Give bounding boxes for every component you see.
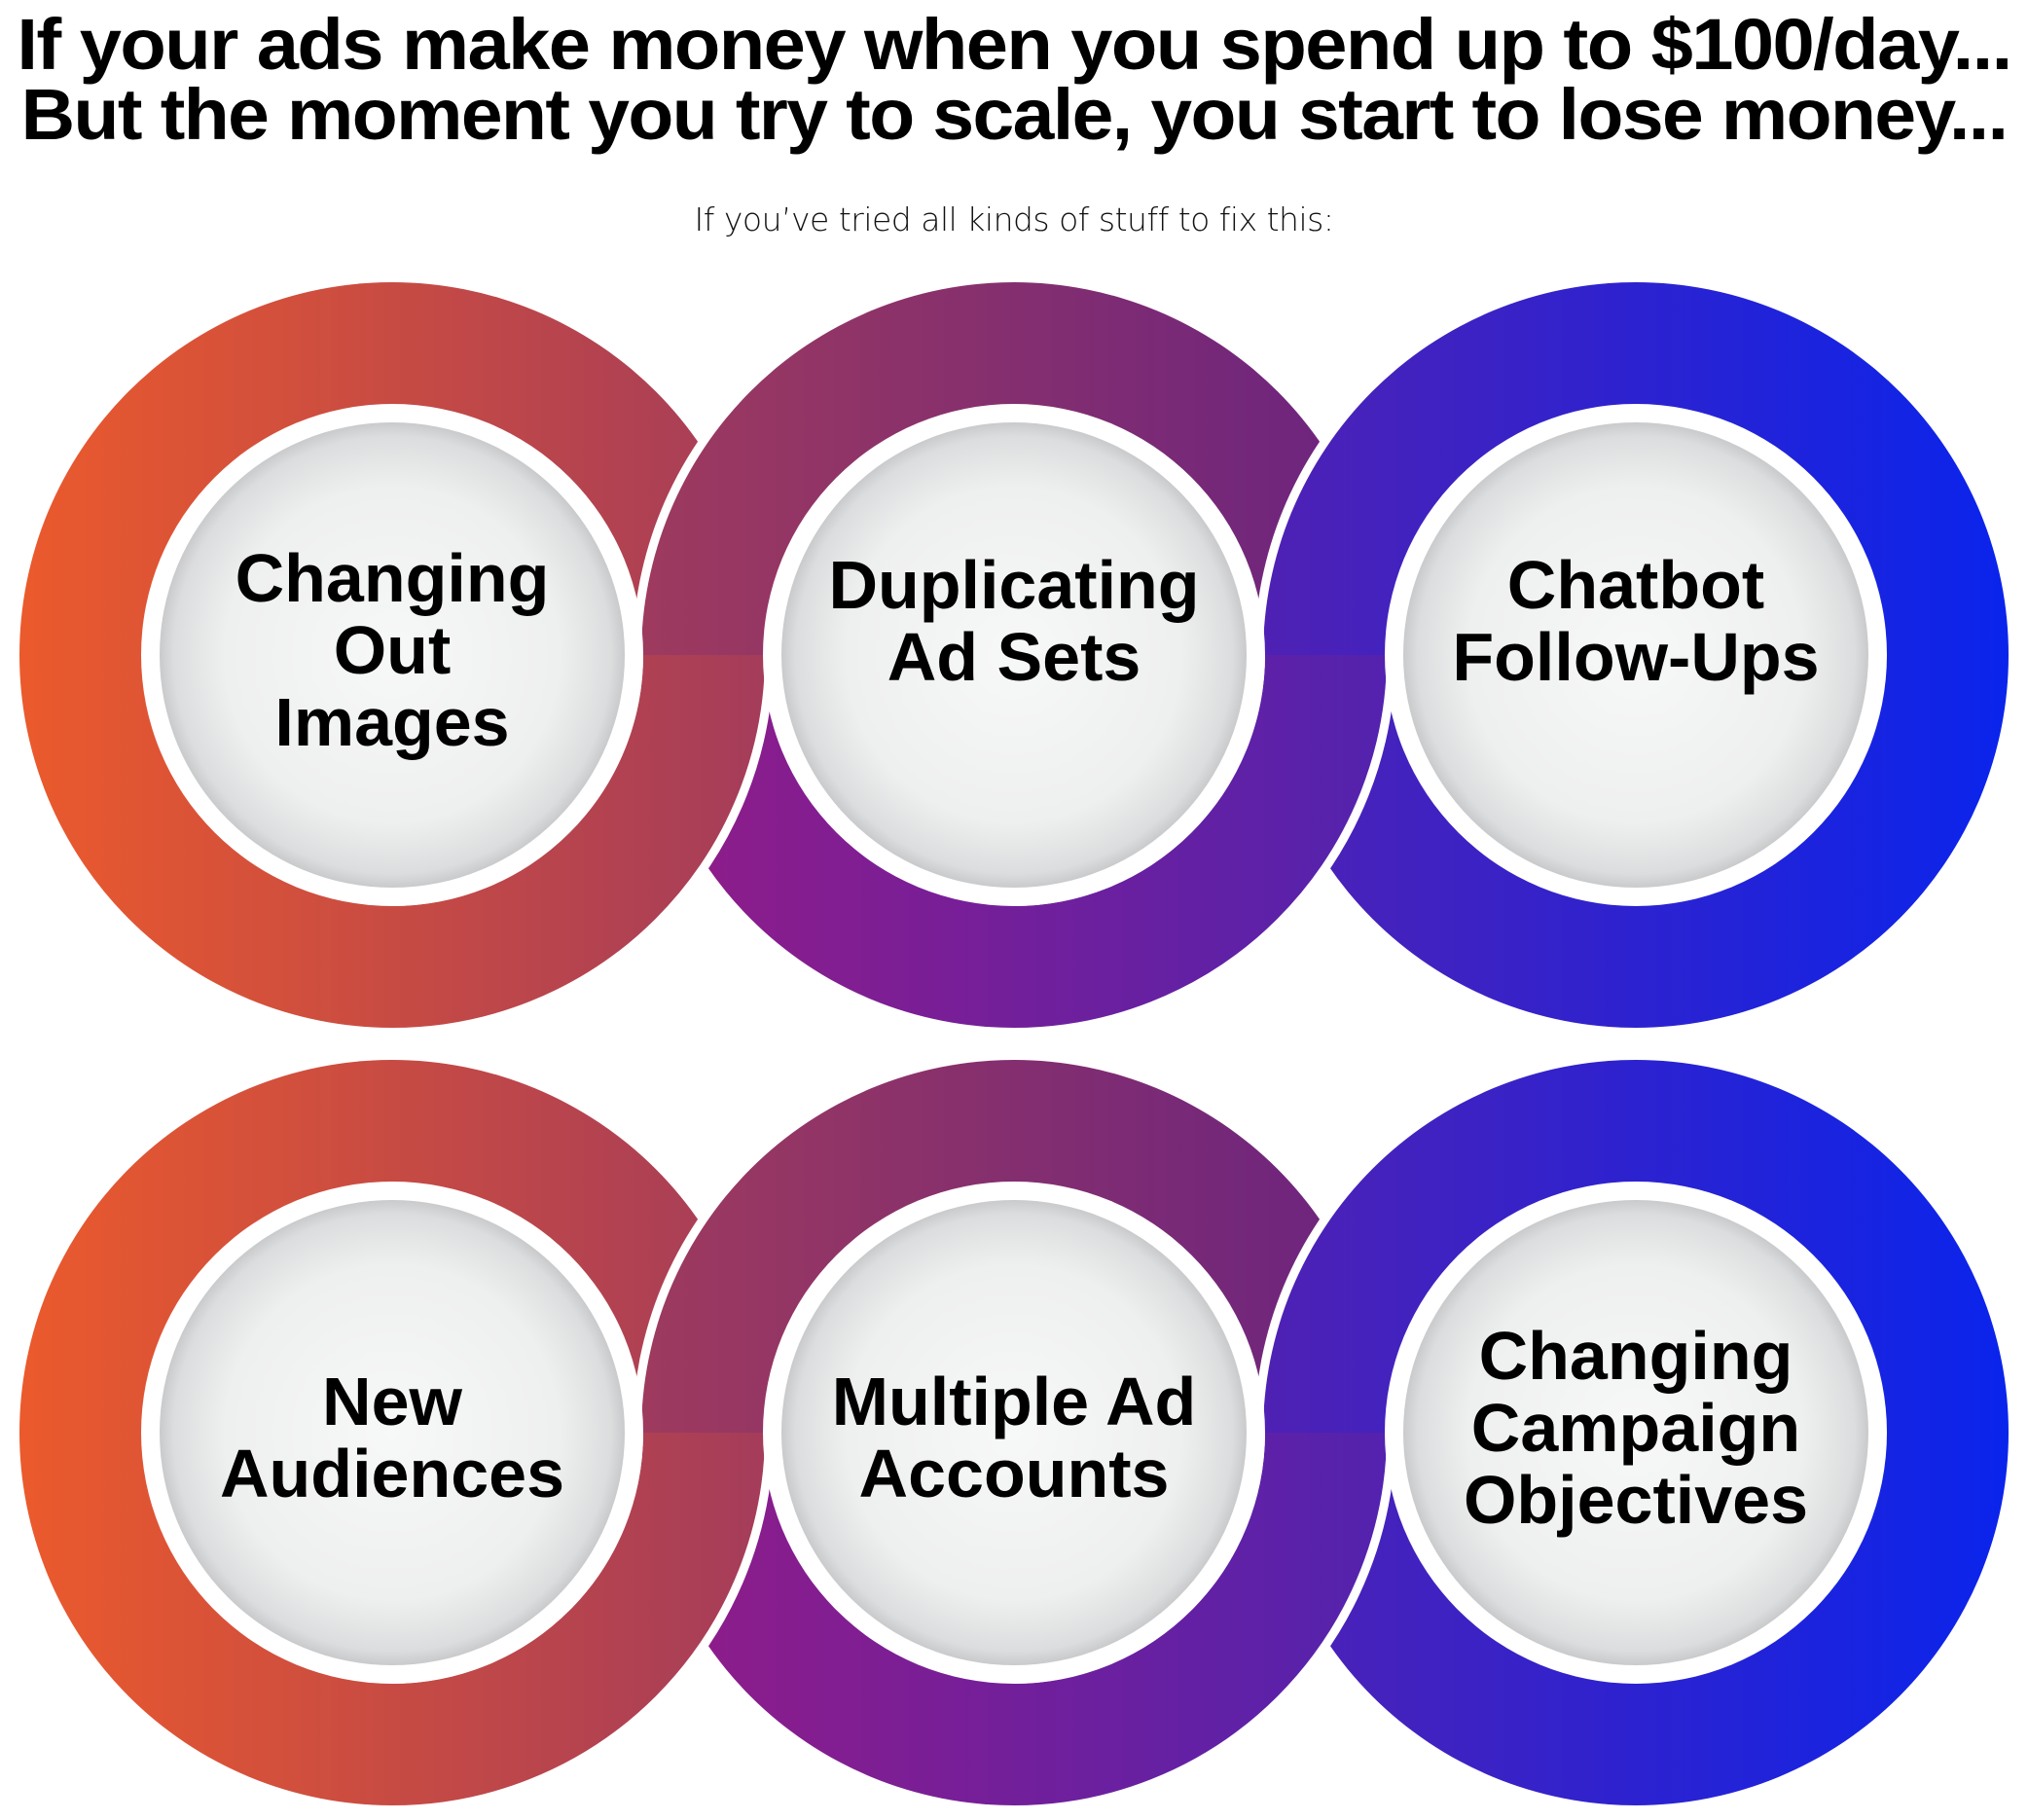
disc: [1403, 1200, 1868, 1665]
headline-line-2: But the moment you try to scale, you sta…: [20, 74, 2009, 155]
ring-label-line: New: [322, 1364, 462, 1439]
disc-layer: [141, 404, 1887, 1684]
headline-line-1: If your ads make money when you spend up…: [17, 4, 2012, 85]
disc: [160, 1200, 625, 1665]
ring-label-line: Audiences: [220, 1436, 564, 1511]
ring-label-line: Accounts: [859, 1436, 1170, 1511]
subtitle: If you’ve tried all kinds of stuff to fi…: [694, 200, 1334, 238]
ring-label-line: Duplicating: [828, 547, 1199, 623]
ring-label-line: Objectives: [1464, 1462, 1808, 1538]
disc: [781, 1200, 1247, 1665]
ring-label-line: Campaign: [1471, 1390, 1800, 1466]
headline: If your ads make money when you spend up…: [0, 4, 2028, 155]
ring-label-line: Chatbot: [1507, 547, 1764, 623]
disc: [781, 422, 1247, 888]
ring-label-line: Out: [334, 612, 452, 688]
ring-label-line: Changing: [235, 540, 550, 616]
ring-label-line: Ad Sets: [887, 619, 1141, 695]
ring-label-line: Changing: [1479, 1318, 1793, 1394]
disc: [160, 422, 625, 888]
disc: [1403, 422, 1868, 888]
ring-label-line: Images: [274, 684, 509, 760]
ring-label-line: Multiple Ad: [832, 1364, 1197, 1439]
ring-label-line: Follow-Ups: [1452, 619, 1819, 695]
